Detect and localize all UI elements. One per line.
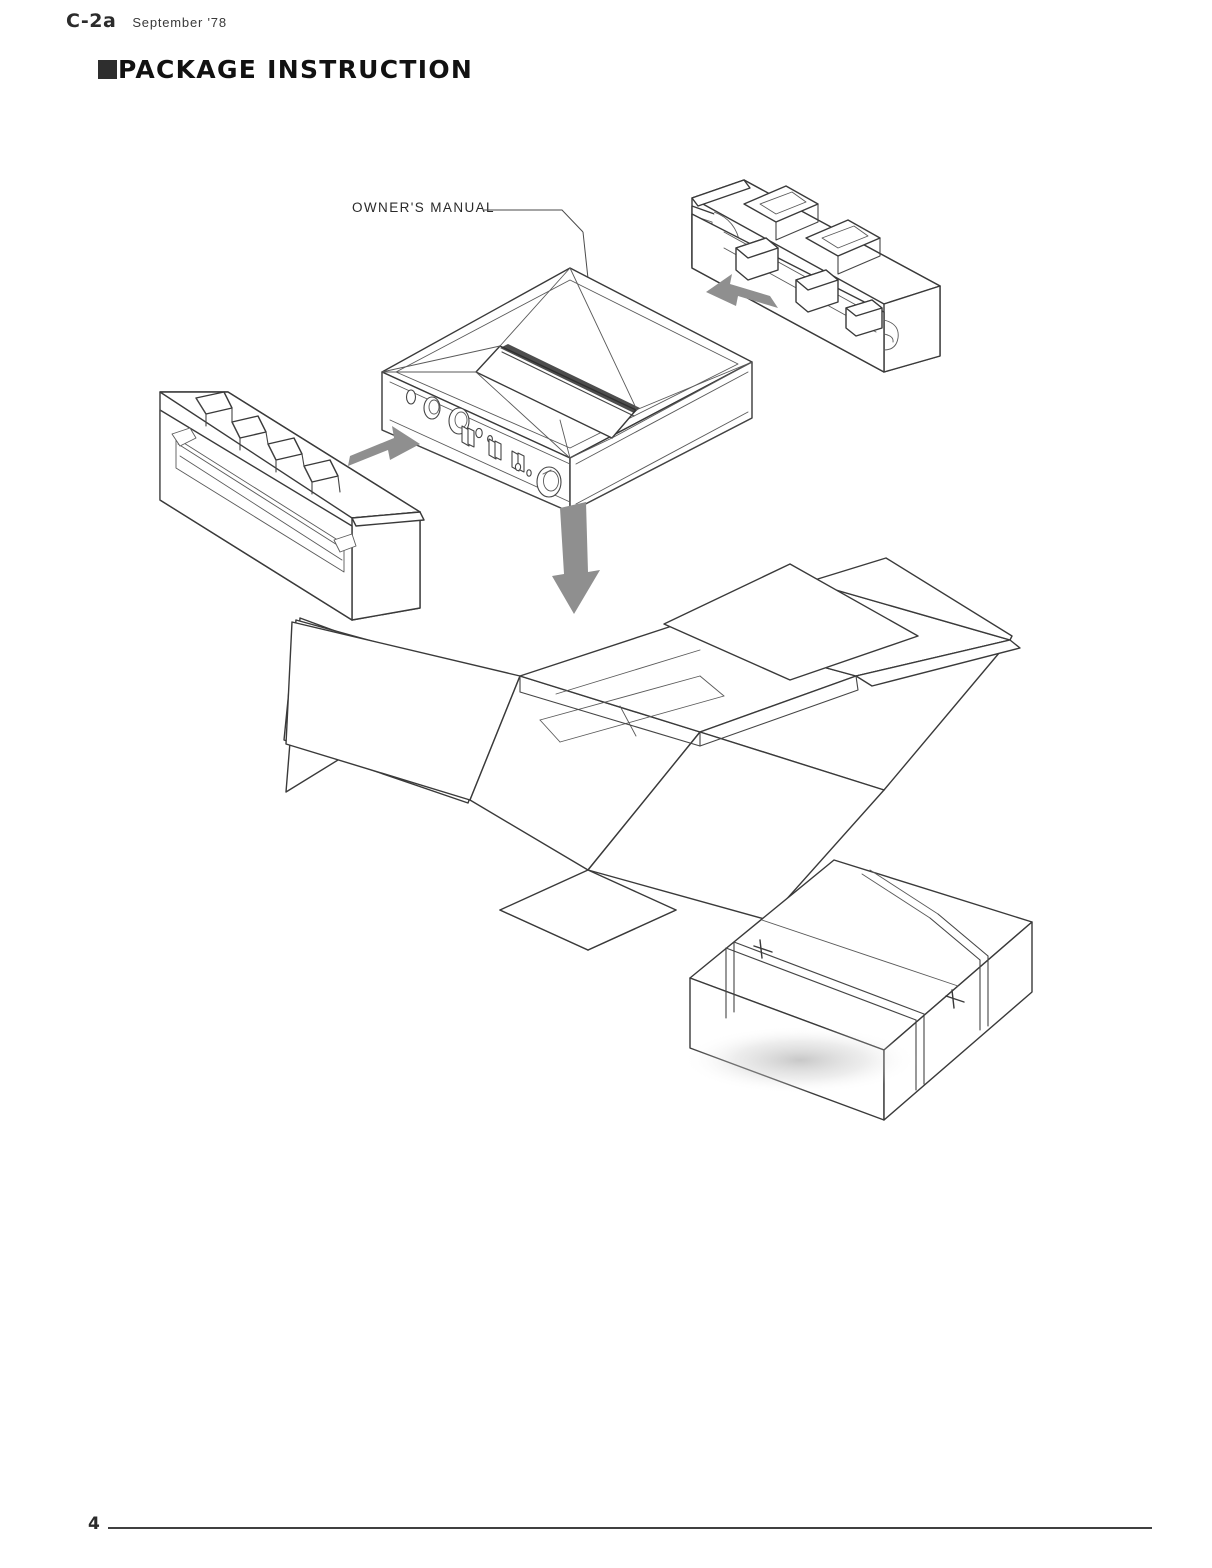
model-code: C-2a	[66, 10, 117, 32]
foam-cushion-right	[691, 179, 941, 373]
carton-sealed	[682, 859, 1033, 1121]
arrow-right-foam	[706, 274, 778, 308]
owners-manual	[381, 267, 753, 459]
front-panel-controls	[405, 389, 562, 498]
foam-left-notches	[195, 391, 341, 495]
arrow-left-foam	[348, 426, 420, 466]
foam-right-tabs	[735, 237, 883, 337]
page-footer: 4	[0, 1514, 1212, 1546]
foam-cushion-left	[159, 391, 425, 621]
page-number: 4	[88, 1514, 100, 1534]
arrow-insert-carton	[552, 502, 600, 614]
section-title-row: PACKAGE INSTRUCTION	[98, 55, 473, 84]
footer-rule	[108, 1527, 1152, 1529]
page-header: C-2a September '78	[66, 10, 227, 32]
foam-right-notches	[743, 185, 881, 275]
issue-date: September '78	[132, 15, 227, 30]
carton-open	[283, 557, 1021, 951]
filled-square-bullet-icon	[98, 60, 117, 79]
package-diagram: .ln { fill:none; stroke:#3a3a3a; stroke-…	[0, 120, 1212, 1200]
main-unit	[381, 267, 753, 513]
page-title: PACKAGE INSTRUCTION	[118, 55, 474, 84]
callout-label-owners-manual: OWNER'S MANUAL	[352, 200, 495, 215]
